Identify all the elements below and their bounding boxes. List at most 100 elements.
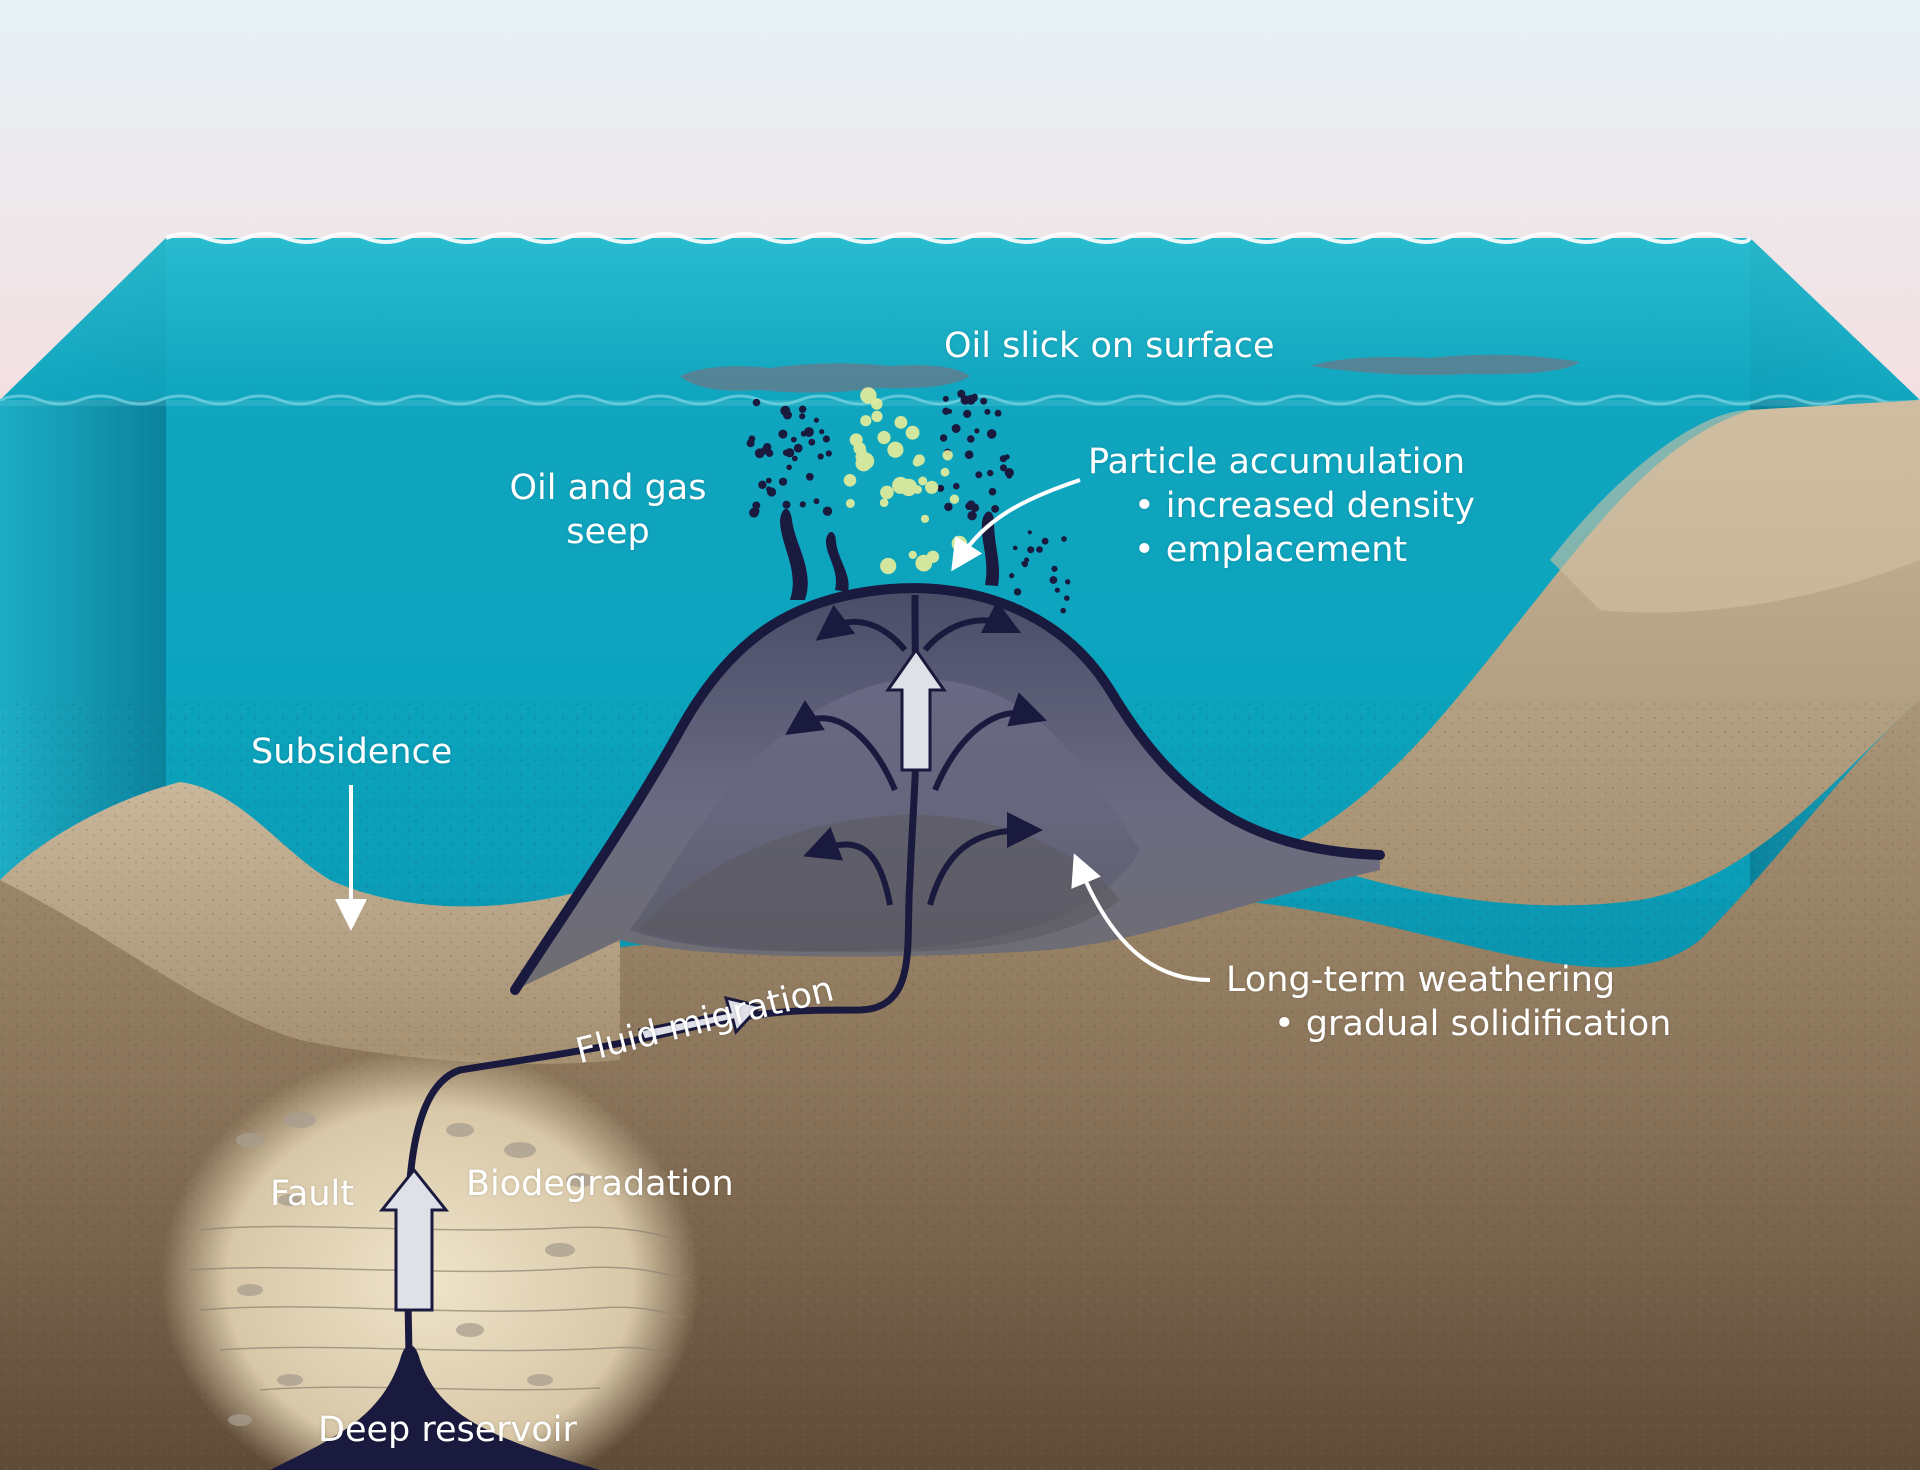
oil-droplet (974, 428, 980, 434)
oil-droplet (804, 427, 814, 437)
oil-droplet (987, 469, 994, 477)
oil-droplet (963, 409, 972, 418)
oil-droplet (975, 471, 983, 479)
gas-bubble (892, 476, 910, 494)
oil-droplet (817, 453, 824, 460)
oil-droplet (1009, 573, 1015, 579)
oil-droplet (967, 435, 975, 443)
oil-droplet (1021, 561, 1026, 566)
gas-bubble (940, 467, 950, 477)
oil-slick-left (680, 363, 970, 393)
oil-droplet (798, 405, 807, 413)
oil-droplet (791, 455, 798, 462)
right-slope-far (1550, 400, 1920, 613)
label-arrows (335, 478, 1211, 982)
gas-bubble (908, 550, 917, 560)
arrow-fault (378, 1167, 450, 1312)
particle-arrow (951, 478, 1081, 572)
gas-bubble (905, 425, 920, 440)
oil-droplet (767, 487, 777, 497)
white-flow-arrows (378, 647, 947, 1312)
label-subsidence: Subsidence (251, 732, 453, 772)
oil-droplet (765, 477, 772, 484)
oil-droplet (1027, 546, 1035, 554)
oil-droplet (939, 434, 948, 442)
oil-droplet (1060, 607, 1066, 614)
oil-droplet (1013, 588, 1022, 596)
oil-droplet (964, 450, 974, 460)
gas-bubble (845, 498, 855, 508)
oil-droplet (763, 443, 772, 452)
surface-waves-top (165, 232, 1752, 244)
oil-droplet (1016, 605, 1023, 612)
oil-droplet (758, 480, 767, 489)
mound-base-layer (640, 814, 1120, 952)
oil-droplet (813, 498, 820, 505)
gas-bubble (860, 387, 877, 404)
arrow-mound (885, 647, 947, 772)
oil-droplet (813, 417, 820, 423)
label-fault: Fault (270, 1174, 354, 1214)
oil-droplet (988, 487, 997, 496)
oil-droplet (1006, 472, 1013, 479)
gas-bubble (879, 498, 889, 508)
gas-bubble (860, 415, 872, 427)
oil-droplet (967, 511, 977, 521)
oil-droplet (1054, 587, 1060, 593)
oil-droplet (957, 389, 966, 398)
oil-droplet (986, 429, 997, 439)
reservoir-pool (270, 1345, 600, 1470)
oil-droplet (782, 500, 791, 509)
oil-droplet (953, 482, 960, 490)
oil-droplet (753, 508, 760, 515)
gas-bubble (857, 447, 867, 457)
gas-bubbles (843, 387, 968, 575)
oil-droplet (746, 439, 755, 448)
label-particle-accumulation: Particle accumulation • increased densit… (1088, 440, 1475, 572)
gas-bubble (894, 416, 908, 429)
oil-droplet (1027, 530, 1032, 535)
gas-bubble (915, 554, 933, 572)
label-weathering-title: Long-term weathering (1226, 960, 1616, 1000)
mound-outline (510, 583, 1385, 995)
oil-droplet (1012, 545, 1018, 551)
gas-bubble (877, 430, 891, 445)
label-deep-reservoir: Deep reservoir (318, 1410, 577, 1450)
oil-droplet (752, 501, 761, 510)
arrow-migration (637, 995, 763, 1042)
oil-droplet (942, 407, 950, 415)
oil-droplet (942, 395, 949, 402)
label-oil-gas-seep: Oil and gas seep (508, 466, 708, 554)
label-oil-slick: Oil slick on surface (944, 326, 1275, 366)
label-seep-line2: seep (566, 512, 650, 552)
oil-droplet (786, 464, 792, 471)
oil-droplet (944, 502, 953, 512)
oil-droplet (1051, 565, 1058, 572)
label-weathering-item-solidification: • gradual solidification (1274, 1004, 1672, 1044)
gas-bubble (843, 474, 857, 487)
oil-droplet (1049, 576, 1058, 584)
label-seep-line1: Oil and gas (509, 468, 707, 508)
oil-slick-right (1310, 354, 1580, 375)
oil-droplet (1036, 546, 1043, 553)
oil-droplet (782, 449, 790, 456)
oil-droplet (1004, 454, 1010, 460)
oil-droplet (790, 436, 797, 443)
oil-droplet (1061, 536, 1067, 542)
oil-droplet (799, 413, 806, 420)
oil-droplet (793, 443, 803, 453)
gas-bubble (925, 480, 939, 494)
gas-bubble (880, 485, 894, 500)
oil-droplet (1065, 579, 1071, 585)
oil-droplet (1000, 464, 1007, 472)
oil-droplet (822, 435, 831, 443)
gas-bubble (913, 454, 925, 466)
oil-droplet (1064, 595, 1070, 601)
oil-droplet (752, 398, 761, 407)
oil-droplet (1041, 537, 1049, 545)
label-biodegradation: Biodegradation (466, 1164, 734, 1204)
gas-bubble (920, 514, 930, 523)
oil-droplet (808, 438, 816, 446)
